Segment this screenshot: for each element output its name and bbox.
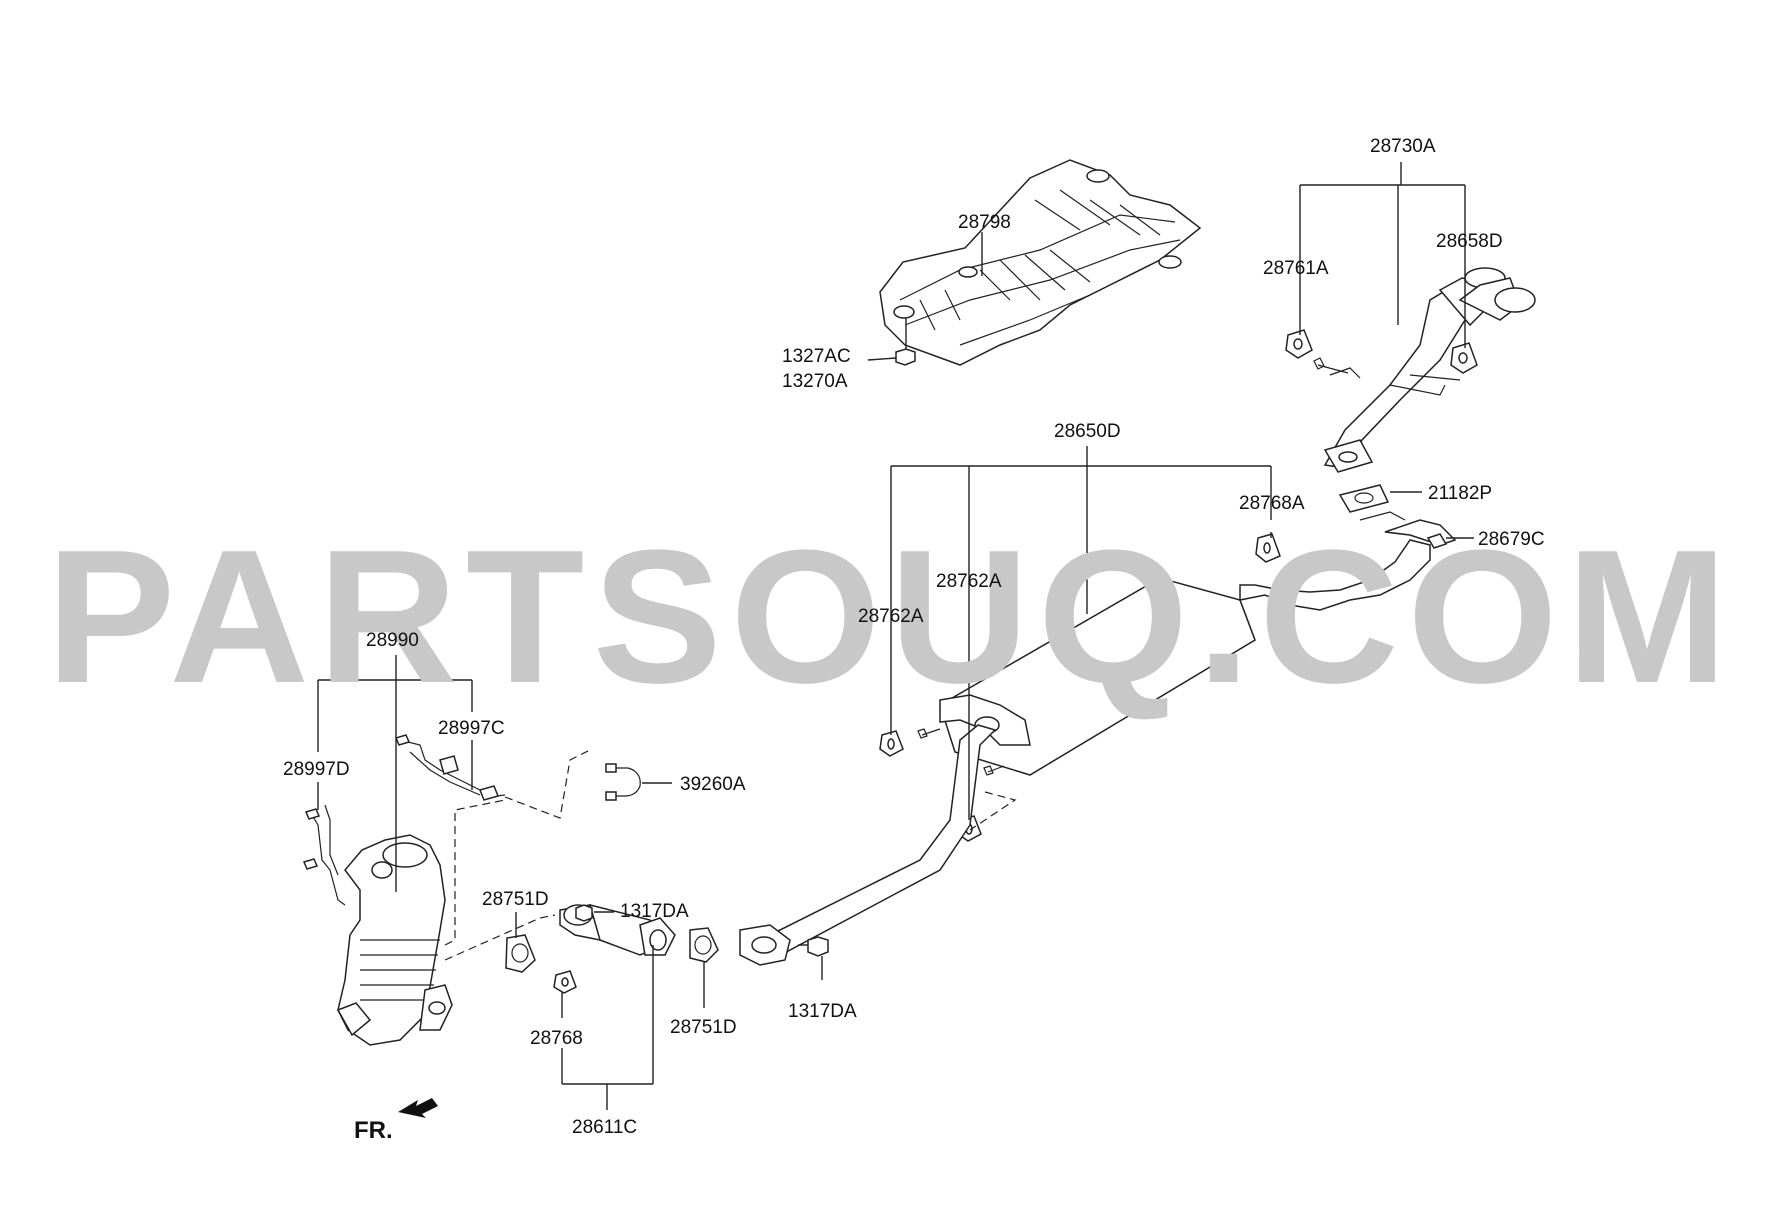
gasket-28751D-right[interactable] [689, 927, 719, 963]
heat-protector-part[interactable] [879, 159, 1202, 366]
label-21182P[interactable]: 21182P [1428, 483, 1492, 504]
catalytic-converter-part[interactable] [336, 834, 453, 1046]
hanger-28768A[interactable] [1255, 533, 1281, 563]
nut-1317DA-top[interactable] [575, 904, 593, 922]
hanger-28762A-upper[interactable] [879, 730, 904, 757]
label-28997D[interactable]: 28997D [283, 759, 350, 780]
label-28761A[interactable]: 28761A [1263, 258, 1329, 279]
label-28762A-left[interactable]: 28762A [858, 606, 924, 627]
muffler-stud-bolts [917, 728, 1005, 776]
nut-1317DA-bottom[interactable] [807, 936, 829, 957]
heat-protector-nut[interactable] [895, 348, 916, 366]
label-28762A-center[interactable]: 28762A [936, 571, 1002, 592]
label-28768[interactable]: 28768 [530, 1028, 583, 1049]
tail-pipe-part[interactable] [1323, 267, 1536, 469]
gasket-21182P[interactable] [1338, 484, 1390, 513]
label-28658D[interactable]: 28658D [1436, 231, 1503, 252]
label-28997C[interactable]: 28997C [438, 718, 505, 739]
label-1317DA-bottom[interactable]: 1317DA [788, 1001, 857, 1022]
connector-39260A[interactable] [605, 763, 641, 801]
leader-lines [317, 162, 1466, 1110]
label-28611C[interactable]: 28611C [572, 1117, 637, 1138]
label-28650D[interactable]: 28650D [1054, 421, 1121, 442]
label-1327AC[interactable]: 1327AC [782, 346, 851, 367]
bolt-28730A[interactable] [1313, 357, 1349, 374]
label-1317DA-top[interactable]: 1317DA [620, 901, 689, 922]
hanger-28761A[interactable] [1285, 329, 1313, 359]
front-arrow-icon [398, 1098, 438, 1118]
watermark-text: PARTSOUQ.COM [46, 511, 1736, 723]
oxygen-sensor-28997D[interactable] [302, 804, 346, 906]
tail-pipe-flange[interactable] [1323, 439, 1374, 473]
label-28990[interactable]: 28990 [366, 630, 419, 651]
part-labels: 28798 1327AC 13270A 28730A 28761A 28658D… [283, 136, 1545, 1138]
label-28679C[interactable]: 28679C [1478, 529, 1545, 550]
gasket-28751D-left[interactable] [505, 934, 536, 973]
hanger-28768[interactable] [553, 970, 577, 994]
label-28730A[interactable]: 28730A [1370, 136, 1436, 157]
hanger-28658D[interactable] [1450, 342, 1478, 374]
oxygen-sensor-28997C[interactable] [394, 734, 506, 801]
center-pipe-part[interactable] [739, 724, 997, 966]
label-28751D-bottom[interactable]: 28751D [670, 1017, 737, 1038]
label-28768A[interactable]: 28768A [1239, 493, 1305, 514]
label-28751D-top[interactable]: 28751D [482, 889, 549, 910]
label-13270A[interactable]: 13270A [782, 371, 848, 392]
front-label: FR. [354, 1117, 393, 1144]
label-39260A[interactable]: 39260A [680, 774, 746, 795]
front-indicator: FR. [354, 1098, 438, 1144]
label-28798[interactable]: 28798 [958, 212, 1011, 233]
bracket-28679C[interactable] [1426, 533, 1448, 549]
